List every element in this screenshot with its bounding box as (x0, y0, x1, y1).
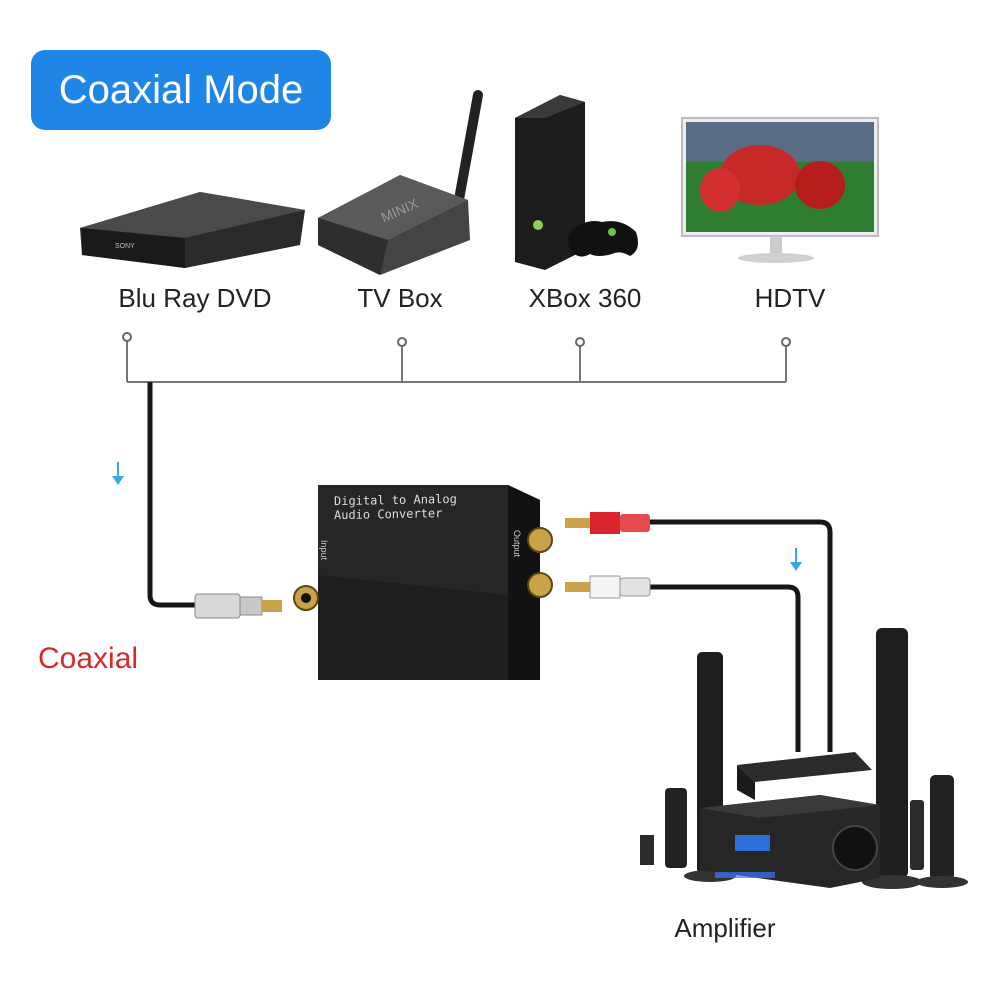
rca-cables (650, 519, 833, 752)
converter-label: Digital to Analog Audio Converter (334, 492, 457, 522)
xbox-360-icon (515, 95, 638, 270)
output-port-label: Output (512, 530, 522, 558)
device-label-tv-box: TV Box (357, 283, 443, 313)
down-arrow-icon (790, 548, 802, 571)
svg-text:SONY: SONY (115, 243, 135, 250)
coaxial-plug (194, 593, 282, 619)
amplifier-label: Amplifier (674, 913, 776, 943)
coaxial-cable (147, 382, 195, 608)
converter-line-2: Audio Converter (334, 506, 443, 523)
down-arrow-icon (112, 462, 124, 485)
rca-plug-white (565, 575, 651, 599)
signal-bus (126, 337, 787, 383)
dac-converter-box (293, 485, 553, 680)
device-label-blu-ray: Blu Ray DVD (118, 283, 272, 313)
hdtv-icon (681, 117, 879, 263)
device-label-xbox: XBox 360 (528, 283, 642, 313)
coaxial-label: Coaxial (38, 642, 139, 675)
output-jack-top (527, 527, 553, 553)
rca-plug-red (565, 512, 650, 534)
input-port-label: Input (319, 540, 329, 561)
tv-box-icon: MINIX (318, 90, 483, 275)
mode-title: Coaxial Mode (31, 50, 331, 130)
output-jack-bottom (527, 572, 553, 598)
device-label-hdtv: HDTV (754, 283, 826, 313)
amplifier-icon (640, 628, 968, 889)
blu-ray-player-icon: SONY (80, 192, 305, 268)
bus-connector-dots (122, 332, 791, 347)
